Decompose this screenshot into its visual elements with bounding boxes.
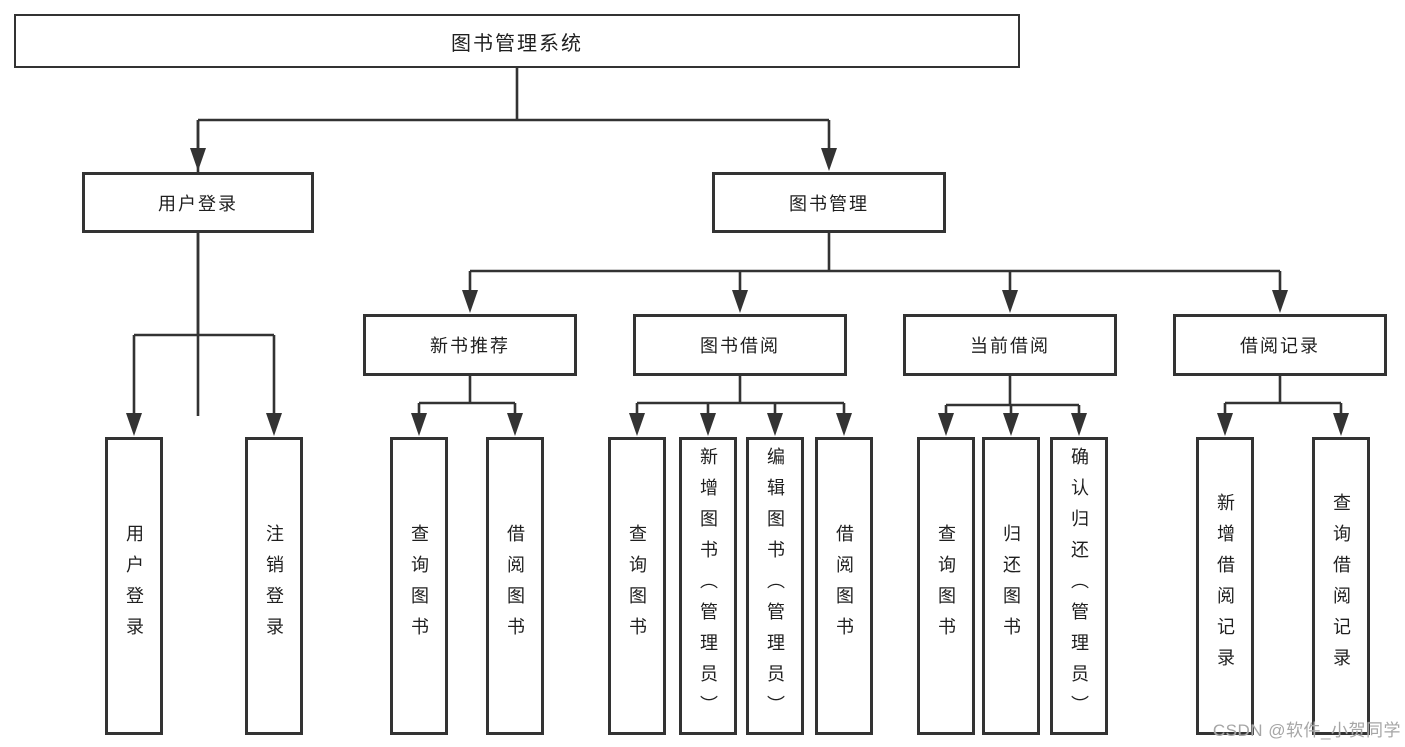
leaf-borrowing-query-books-label: 查询图书 xyxy=(627,524,647,648)
connector-root-to-level2 xyxy=(196,68,831,416)
node-current-borrow: 当前借阅 xyxy=(903,314,1117,376)
node-user-login: 用户登录 xyxy=(82,172,314,233)
leaf-current-return-books-label: 归还图书 xyxy=(1001,524,1021,648)
leaf-borrowing-borrow-books: 借阅图书 xyxy=(815,437,873,735)
leaf-borrowing-add-books-admin-label: 新增图书（管理员） xyxy=(698,446,718,726)
leaf-records-query-record-label: 查询借阅记录 xyxy=(1331,493,1351,679)
node-book-management: 图书管理 xyxy=(712,172,946,233)
leaf-current-query-books-label: 查询图书 xyxy=(936,524,956,648)
leaf-borrowing-add-books-admin: 新增图书（管理员） xyxy=(679,437,737,735)
node-book-borrowing-label: 图书借阅 xyxy=(700,336,780,356)
leaf-recommend-borrow-books-label: 借阅图书 xyxy=(505,524,525,648)
leaf-logout-label: 注销登录 xyxy=(264,524,284,648)
connector-records-to-leaves xyxy=(1223,376,1343,419)
leaf-recommend-query-books: 查询图书 xyxy=(390,437,448,735)
leaf-current-confirm-return-admin: 确认归还（管理员） xyxy=(1050,437,1108,735)
leaf-logout: 注销登录 xyxy=(245,437,303,735)
leaf-records-add-record-label: 新增借阅记录 xyxy=(1215,493,1235,679)
node-current-borrow-label: 当前借阅 xyxy=(970,336,1050,356)
node-user-login-label: 用户登录 xyxy=(158,193,238,214)
connector-bookmgmt-to-level3 xyxy=(468,233,1282,296)
leaf-borrowing-query-books: 查询图书 xyxy=(608,437,666,735)
node-book-management-label: 图书管理 xyxy=(789,193,869,214)
node-borrow-records-label: 借阅记录 xyxy=(1240,336,1320,356)
node-library-system: 图书管理系统 xyxy=(14,14,1020,68)
connector-newbook-to-leaves xyxy=(417,376,517,419)
leaf-recommend-query-books-label: 查询图书 xyxy=(409,524,429,648)
csdn-watermark: CSDN @软件_小贺同学 xyxy=(1212,721,1401,740)
leaf-current-return-books: 归还图书 xyxy=(982,437,1040,735)
node-book-borrowing: 图书借阅 xyxy=(633,314,847,376)
leaf-borrowing-borrow-books-label: 借阅图书 xyxy=(834,524,854,648)
connector-current-to-leaves xyxy=(944,376,1081,419)
node-borrow-records: 借阅记录 xyxy=(1173,314,1387,376)
leaf-user-login-label: 用户登录 xyxy=(124,524,144,648)
node-library-system-label: 图书管理系统 xyxy=(451,32,583,55)
leaf-records-add-record: 新增借阅记录 xyxy=(1196,437,1254,735)
arrowheads xyxy=(126,148,1349,436)
leaf-user-login: 用户登录 xyxy=(105,437,163,735)
node-new-book-recommend: 新书推荐 xyxy=(363,314,577,376)
node-new-book-recommend-label: 新书推荐 xyxy=(430,336,510,356)
leaf-current-confirm-return-admin-label: 确认归还（管理员） xyxy=(1069,446,1089,726)
connector-userlogin-to-leaves xyxy=(132,233,276,419)
leaf-borrowing-edit-books-admin: 编辑图书（管理员） xyxy=(746,437,804,735)
connector-borrowing-to-leaves xyxy=(635,376,846,419)
leaf-current-query-books: 查询图书 xyxy=(917,437,975,735)
leaf-borrowing-edit-books-admin-label: 编辑图书（管理员） xyxy=(765,446,785,726)
leaf-recommend-borrow-books: 借阅图书 xyxy=(486,437,544,735)
leaf-records-query-record: 查询借阅记录 xyxy=(1312,437,1370,735)
